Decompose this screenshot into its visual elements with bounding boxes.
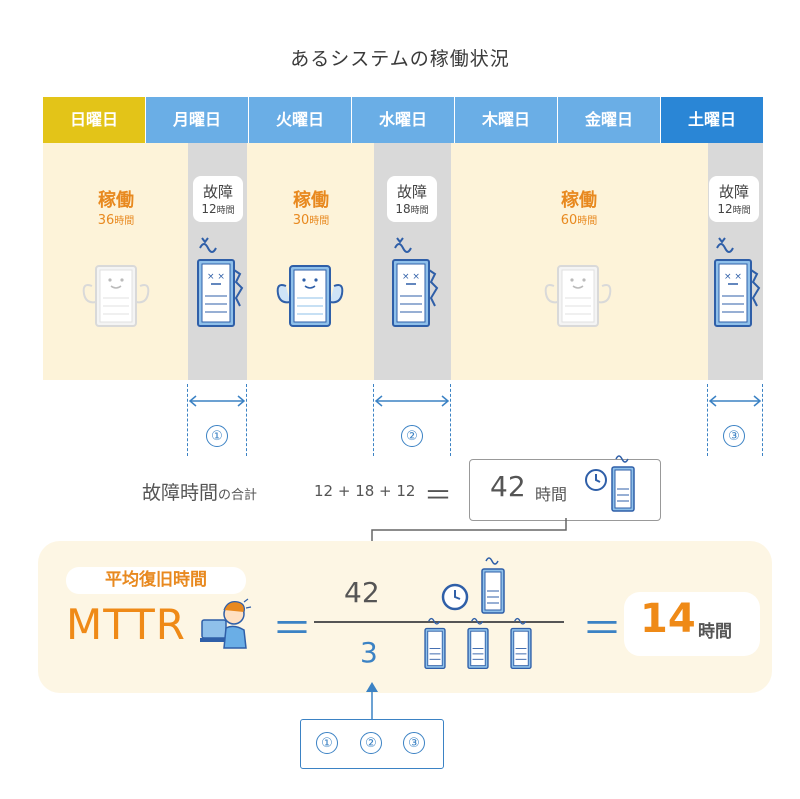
operating-title: 稼働 [98, 190, 134, 211]
mttr-equals-right: ＝ [582, 606, 622, 652]
sum-unit: 時間 [535, 485, 568, 504]
happy-server-icon [276, 265, 344, 327]
day-label: 日曜日 [69, 110, 118, 129]
sum-label-suffix: の合計 [218, 488, 258, 503]
svg-text:× ×: × × [207, 272, 225, 282]
day-label: 月曜日 [172, 110, 221, 129]
duration-dash-right-2 [450, 384, 451, 456]
operating-hours: 30時間 [265, 212, 357, 228]
sum-label-main: 故障時間 [142, 482, 219, 504]
day-header-saturday: 土曜日 [661, 97, 763, 143]
failure-hours: 18時間 [387, 202, 437, 216]
operating-band-2 [247, 143, 374, 380]
hours-unit: 時間 [410, 206, 429, 216]
hours-unit: 時間 [216, 206, 235, 216]
sum-expression: 12 + 18 + 12 [314, 482, 416, 500]
day-label: 木曜日 [481, 110, 530, 129]
fraction-numerator: 42 [344, 576, 380, 609]
operating-title: 稼働 [293, 190, 329, 211]
failure-title: 故障 [396, 183, 427, 201]
mttr-result-box [624, 592, 760, 656]
hours-value: 12 [717, 202, 733, 216]
hours-value: 18 [395, 202, 411, 216]
broken-server-icon: × × [714, 237, 761, 327]
duration-arrow-3 [708, 395, 762, 407]
mttr-name: MTTR [66, 600, 186, 649]
duration-dash-left-2 [373, 384, 374, 456]
operating-band-1 [43, 143, 188, 380]
sum-equals: ＝ [424, 479, 453, 512]
day-header-friday: 金曜日 [558, 97, 660, 143]
fraction-denominator: 3 [360, 636, 378, 669]
duration-dash-right-1 [246, 384, 247, 456]
day-label: 水曜日 [378, 110, 427, 129]
operating-label-1: 稼働 36時間 [70, 186, 162, 228]
diagram-title: あるシステムの稼働状況 [290, 48, 510, 70]
duration-arrow-1 [188, 395, 246, 407]
count-marker-1: ① [316, 732, 338, 754]
happy-server-icon [544, 265, 612, 327]
day-header-sunday: 日曜日 [43, 97, 145, 143]
operating-band-3 [451, 143, 708, 380]
failure-hours: 12時間 [193, 202, 243, 216]
count-marker-3: ③ [403, 732, 425, 754]
broken-server-icon [424, 617, 446, 670]
failure-label-1: 故障 12時間 [193, 176, 243, 222]
operating-label-3: 稼働 60時間 [533, 186, 625, 228]
duration-dash-left-1 [187, 384, 188, 456]
duration-arrow-2 [374, 395, 450, 407]
happy-server-icon [82, 265, 150, 327]
failure-title: 故障 [718, 183, 749, 201]
hours-unit: 時間 [732, 206, 751, 216]
svg-text:× ×: × × [402, 272, 420, 282]
operating-hours: 36時間 [70, 212, 162, 228]
day-header-monday: 月曜日 [146, 97, 248, 143]
hours-value: 30 [292, 213, 310, 228]
broken-server-icon [481, 557, 505, 614]
operating-label-2: 稼働 30時間 [265, 186, 357, 228]
failure-marker-1: ① [206, 425, 228, 447]
duration-dash-right-3 [762, 384, 763, 456]
failure-title: 故障 [202, 183, 233, 201]
clock-icon [441, 583, 469, 611]
mttr-equals-left: ＝ [272, 606, 312, 652]
hours-value: 12 [201, 202, 217, 216]
broken-server-icon: × × [392, 237, 439, 327]
sum-value: 42 [490, 470, 526, 503]
duration-dash-left-3 [707, 384, 708, 456]
day-label: 金曜日 [584, 110, 633, 129]
day-header-thursday: 木曜日 [455, 97, 557, 143]
hours-unit: 時間 [114, 216, 135, 227]
failure-marker-3: ③ [723, 425, 745, 447]
count-arrow [366, 682, 378, 720]
mttr-result-value: 14 [640, 596, 696, 642]
day-label: 土曜日 [687, 110, 736, 129]
svg-text:× ×: × × [724, 272, 742, 282]
mttr-tag: 平均復旧時間 [66, 567, 246, 594]
day-header-wednesday: 水曜日 [352, 97, 454, 143]
worried-person-icon [200, 598, 252, 649]
broken-server-icon: × × [197, 237, 244, 327]
hours-unit: 時間 [577, 216, 598, 227]
hours-value: 36 [97, 213, 115, 228]
clock-icon [585, 469, 607, 491]
mttr-result-unit: 時間 [698, 622, 732, 642]
broken-server-icon [467, 617, 489, 670]
sum-label: 故障時間の合計 [142, 478, 257, 505]
operating-hours: 60時間 [533, 212, 625, 228]
broken-server-icon [510, 617, 532, 670]
failure-hours: 12時間 [709, 202, 759, 216]
operating-title: 稼働 [561, 190, 597, 211]
day-header-tuesday: 火曜日 [249, 97, 351, 143]
count-marker-2: ② [360, 732, 382, 754]
hours-value: 60 [560, 213, 578, 228]
failure-label-2: 故障 18時間 [387, 176, 437, 222]
day-label: 火曜日 [275, 110, 324, 129]
hours-unit: 時間 [309, 216, 330, 227]
failure-marker-2: ② [401, 425, 423, 447]
failure-label-3: 故障 12時間 [709, 176, 759, 222]
broken-server-icon [611, 455, 635, 512]
